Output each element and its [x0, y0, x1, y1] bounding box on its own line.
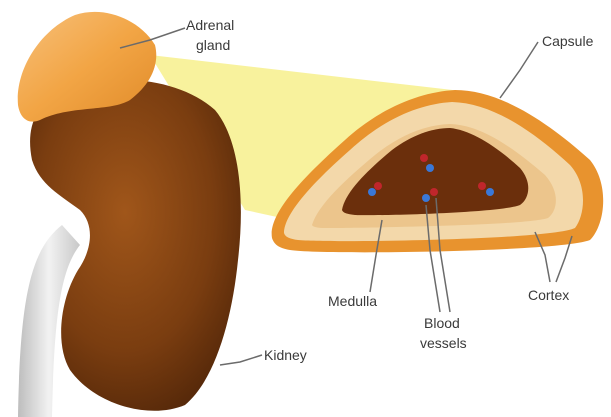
leader-capsule — [500, 42, 538, 98]
label-blood-vessels-2: vessels — [420, 335, 467, 351]
label-kidney: Kidney — [264, 347, 307, 363]
leader-kidney — [220, 355, 262, 365]
vessel-red — [478, 182, 486, 190]
label-adrenal-gland-1: Adrenal — [186, 17, 234, 33]
label-blood-vessels-1: Blood — [424, 315, 460, 331]
vessel-blue — [422, 194, 430, 202]
vessel-blue — [486, 188, 494, 196]
vessel-blue — [368, 188, 376, 196]
vessel-red — [374, 182, 382, 190]
label-medulla: Medulla — [328, 293, 377, 309]
vessel-red — [420, 154, 428, 162]
vessel-blue — [426, 164, 434, 172]
label-capsule: Capsule — [542, 33, 594, 49]
vessel-red — [430, 188, 438, 196]
label-adrenal-gland-2: gland — [196, 37, 230, 53]
label-cortex: Cortex — [528, 287, 569, 303]
